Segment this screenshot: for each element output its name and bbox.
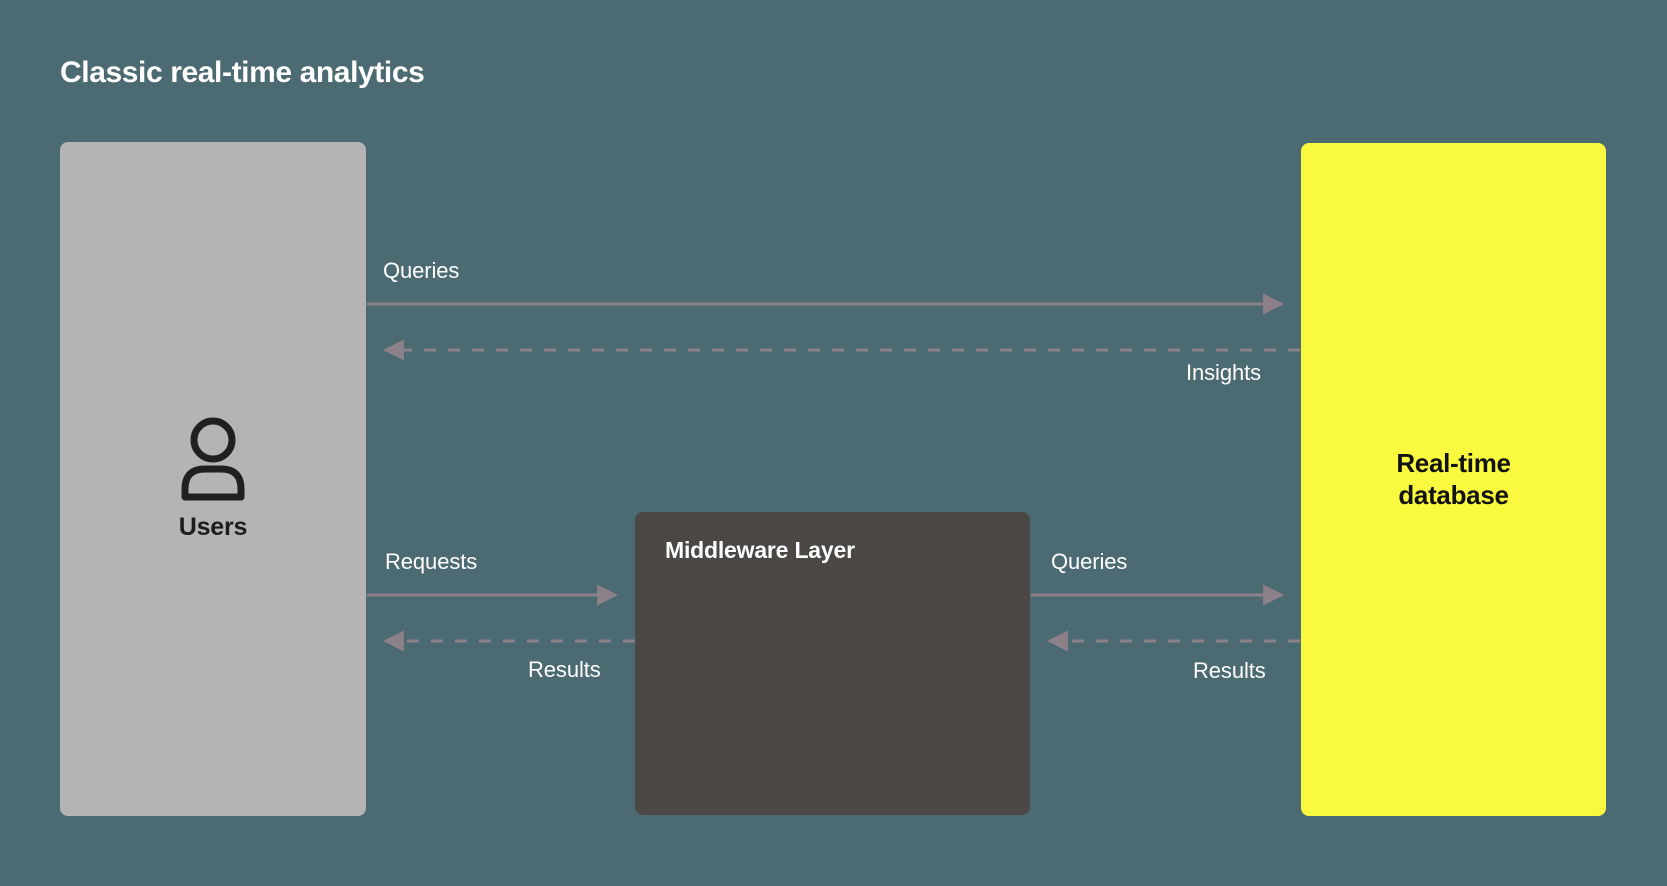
node-database-label-line1: Real-time — [1396, 447, 1511, 478]
node-database-label-line2: database — [1398, 479, 1509, 510]
node-users[interactable]: Users — [60, 142, 366, 816]
node-users-label: Users — [178, 512, 248, 541]
edge-label-results-database-middleware: Results — [1193, 658, 1266, 683]
edge-label-results-middleware-users: Results — [528, 657, 601, 682]
node-database-content: Real-time database — [1301, 143, 1606, 816]
edge-label-insights: Insights — [1186, 360, 1262, 385]
node-users-content: Users — [60, 142, 366, 816]
page-title: Classic real-time analytics — [60, 56, 425, 89]
node-database-label: Real-time database — [1396, 447, 1511, 511]
edge-label-requests: Requests — [385, 549, 478, 574]
node-database[interactable]: Real-time database — [1301, 143, 1606, 816]
edge-label-queries-users-database: Queries — [383, 258, 460, 283]
user-icon — [181, 417, 245, 500]
node-middleware[interactable]: Middleware Layer — [635, 512, 1030, 815]
node-middleware-label: Middleware Layer — [665, 537, 855, 563]
edge-label-queries-middleware-database: Queries — [1051, 549, 1128, 574]
